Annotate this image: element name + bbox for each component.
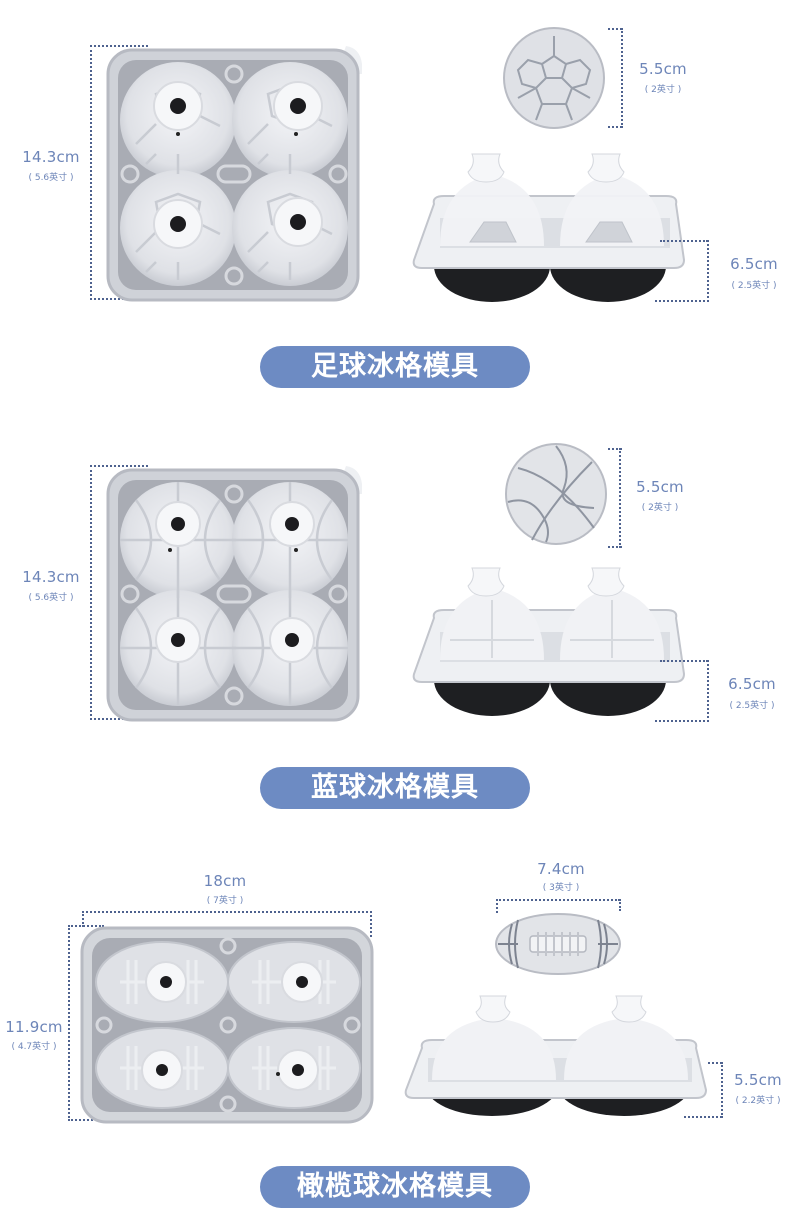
side-height-cm: 5.5cm [734,1071,782,1089]
rugby-tray-side-view [402,992,718,1122]
dim-line-vertical [68,925,70,1121]
dim-line-vertical [90,45,92,300]
ball-diameter-cm: 5.5cm [639,60,687,78]
dim-line-bottom [90,298,148,300]
ball-length-cm: 7.4cm [537,860,585,878]
ball-length-inch: ( 3英寸 ) [542,883,580,893]
basketball-tray-top-view [106,464,366,722]
dim-line-bottom [90,718,148,720]
dim-line [707,240,709,302]
dim-line-top [82,911,372,913]
dim-line [655,720,709,722]
soccer-tray-side-view [410,146,700,306]
side-height-inch: ( 2.5英寸 ) [729,701,775,711]
dim-line [608,448,622,450]
dim-line [655,300,709,302]
dim-line [68,925,104,927]
basketball-image [504,442,608,546]
side-height-cm: 6.5cm [730,255,778,273]
dim-line [370,911,372,937]
dim-line [660,240,708,242]
tray-height-inch: ( 4.7英寸 ) [11,1042,57,1052]
title-banner-rugby: 橄榄球冰格模具 [260,1166,530,1208]
basketball-tray-side-view [410,560,700,720]
dim-line [619,899,621,911]
dim-line [721,1062,723,1118]
side-height-inch: ( 2.2英寸 ) [735,1096,781,1106]
dim-line [608,28,622,30]
ball-diameter-cm: 5.5cm [636,478,684,496]
dim-line [82,911,84,927]
rugby-ball-image [494,912,622,976]
tray-height-cm: 14.3cm [22,568,80,586]
dim-line-vertical [90,465,92,720]
tray-height-inch: ( 5.6英寸 ) [28,173,74,183]
dim-line [708,1062,722,1064]
rugby-tray-top-view [80,924,376,1124]
tray-height-cm: 14.3cm [22,148,80,166]
dim-line [496,899,498,913]
ball-diameter-inch: ( 2英寸 ) [641,503,679,513]
dim-line [684,1116,722,1118]
dim-line [608,546,622,548]
dim-line [660,660,708,662]
soccer-ball-image [502,26,606,130]
dim-line-top [90,45,148,47]
dim-line [619,448,621,548]
tray-width-inch: ( 7英寸 ) [206,896,244,906]
dim-line [496,899,620,901]
tray-height-cm: 11.9cm [5,1018,63,1036]
dim-line [68,1119,104,1121]
tray-width-cm: 18cm [203,872,247,890]
dim-line [621,28,623,128]
title-banner-basketball: 蓝球冰格模具 [260,767,530,809]
tray-height-inch: ( 5.6英寸 ) [28,593,74,603]
side-height-cm: 6.5cm [728,675,776,693]
ball-diameter-inch: ( 2英寸 ) [644,85,682,95]
dim-line [608,126,622,128]
dim-line [707,660,709,722]
side-height-inch: ( 2.5英寸 ) [731,281,777,291]
soccer-tray-top-view [106,44,366,302]
dim-line-top [90,465,148,467]
title-banner-soccer: 足球冰格模具 [260,346,530,388]
